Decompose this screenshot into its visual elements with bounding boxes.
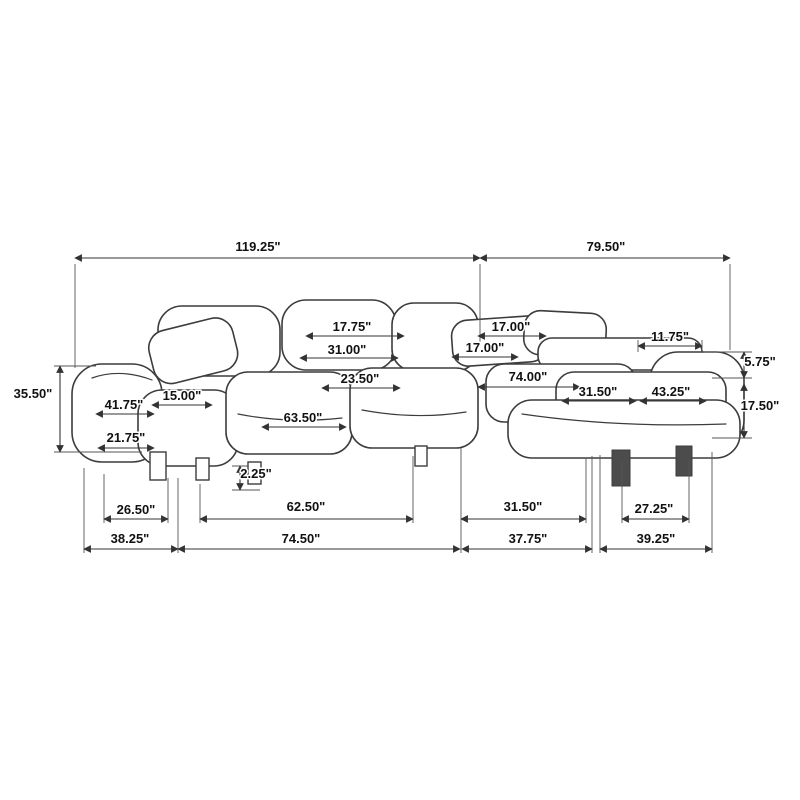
dim-label-right-seat-outer: 37.75" <box>509 531 548 546</box>
dim-label-overall-width-right: 79.50" <box>587 239 626 254</box>
leg-front-left <box>149 451 167 481</box>
dim-label-left-chaise-outer: 38.25" <box>111 531 150 546</box>
dim-label-seat-span-left: 63.50" <box>284 410 323 425</box>
dim-label-left-seat-inner: 62.50" <box>287 499 326 514</box>
dim-label-right-chaise-seat: 31.50" <box>579 384 618 399</box>
dim-label-seat-depth-left: 23.50" <box>341 371 380 386</box>
dim-label-right-side-height: 17.50" <box>741 398 780 413</box>
dim-label-back-cushion-width: 31.00" <box>328 342 367 357</box>
left-arm-seam <box>91 372 153 381</box>
dim-label-left-arm-width: 15.00" <box>163 388 202 403</box>
dim-label-back-cushion-height: 17.75" <box>333 319 372 334</box>
dim-label-right-chaise-outer: 39.25" <box>637 531 676 546</box>
dim-label-overall-width-left: 119.25" <box>235 239 280 254</box>
seat-seam-1 <box>237 413 343 421</box>
dim-label-right-arm-top: 5.75" <box>744 354 775 369</box>
dim-label-pillow-b: 17.00" <box>466 340 505 355</box>
seat-seam-2 <box>361 409 467 417</box>
dim-label-right-seat-inner: 31.50" <box>504 499 543 514</box>
leg-center <box>414 445 428 467</box>
leg-front-mid-a <box>195 457 210 481</box>
dim-label-left-seat-outer: 74.50" <box>282 531 321 546</box>
dim-label-left-seat-height: 21.75" <box>107 430 146 445</box>
dim-label-left-chaise-inner: 26.50" <box>117 502 156 517</box>
dim-label-right-chaise-inner: 27.25" <box>635 501 674 516</box>
right-chaise-front-panel <box>507 399 741 459</box>
leg-front-mid-b <box>247 461 262 485</box>
throw-pillow-left <box>147 317 239 385</box>
leg-right-a <box>611 449 631 487</box>
leg-right-b <box>675 445 693 477</box>
dim-label-pillow-a: 17.00" <box>492 319 531 334</box>
dim-label-front-edge-detail: 2.25" <box>240 466 271 481</box>
chaise-seam-right <box>521 413 727 426</box>
dim-label-right-chaise-length: 43.25" <box>652 384 691 399</box>
dimension-lines <box>56 254 748 553</box>
dim-label-right-back-rail: 11.75" <box>651 329 689 344</box>
dimension-labels: 119.25" 79.50" 17.75" 31.00" 17.00" 17.0… <box>12 238 781 548</box>
dim-label-overall-height: 35.50" <box>14 386 53 401</box>
dim-label-left-arm-height: 41.75" <box>105 397 144 412</box>
back-cushion-middle <box>281 299 397 371</box>
dim-label-right-inner-width: 74.00" <box>509 369 548 384</box>
